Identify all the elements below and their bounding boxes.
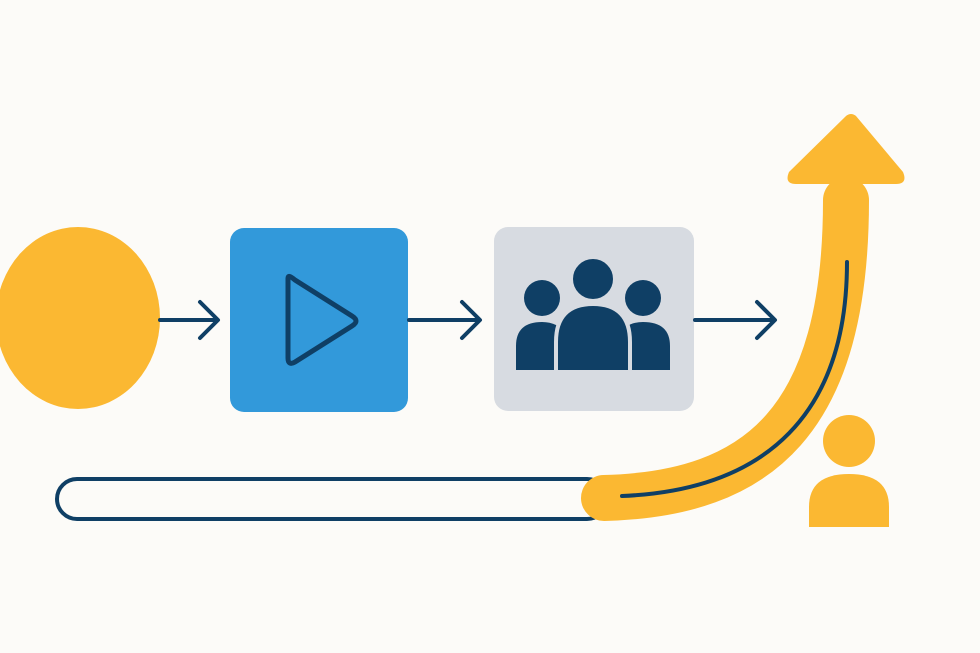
group-card[interactable] [494,227,694,411]
start-circle-icon [0,227,160,409]
person-icon [809,415,889,527]
flow-arrow-3 [693,300,777,340]
group-icon [516,255,670,374]
play-card[interactable] [230,228,408,412]
play-card-background [230,228,408,412]
flow-arrow-2 [407,300,482,340]
growth-arrow-up-icon [787,114,905,184]
growth-curve-inner-line [620,260,849,498]
progress-track [55,477,609,521]
flow-arrow-1 [158,300,220,340]
play-icon [285,273,359,366]
